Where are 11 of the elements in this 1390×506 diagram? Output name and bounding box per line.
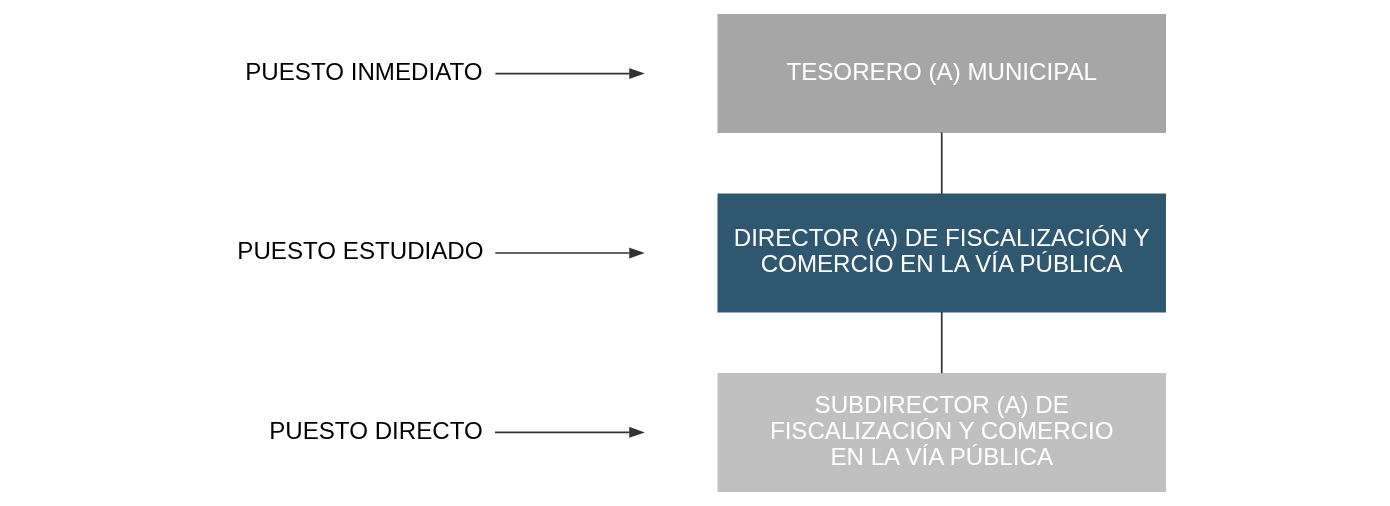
- node-box: DIRECTOR (A) DE FISCALIZACIÓN Y COMERCIO EN LA VÍA PÚBLICA: [717, 193, 1166, 313]
- node-text: PUESTO INMEDIATO: [244, 57, 483, 85]
- arrow: [493, 247, 645, 259]
- connector: [940, 131, 943, 195]
- node-text: PUESTO ESTUDIADO: [236, 237, 484, 265]
- arrow: [493, 426, 645, 438]
- arrow: [494, 68, 645, 80]
- node-text: PUESTO DIRECTO: [268, 416, 483, 444]
- node-box: SUBDIRECTOR (A) DE FISCALIZACIÓN Y COMERCIO EN LA VÍA PÚBLICA: [717, 372, 1166, 492]
- node-box: TESORERO (A) MUNICIPAL: [717, 14, 1166, 134]
- connector: [940, 311, 943, 375]
